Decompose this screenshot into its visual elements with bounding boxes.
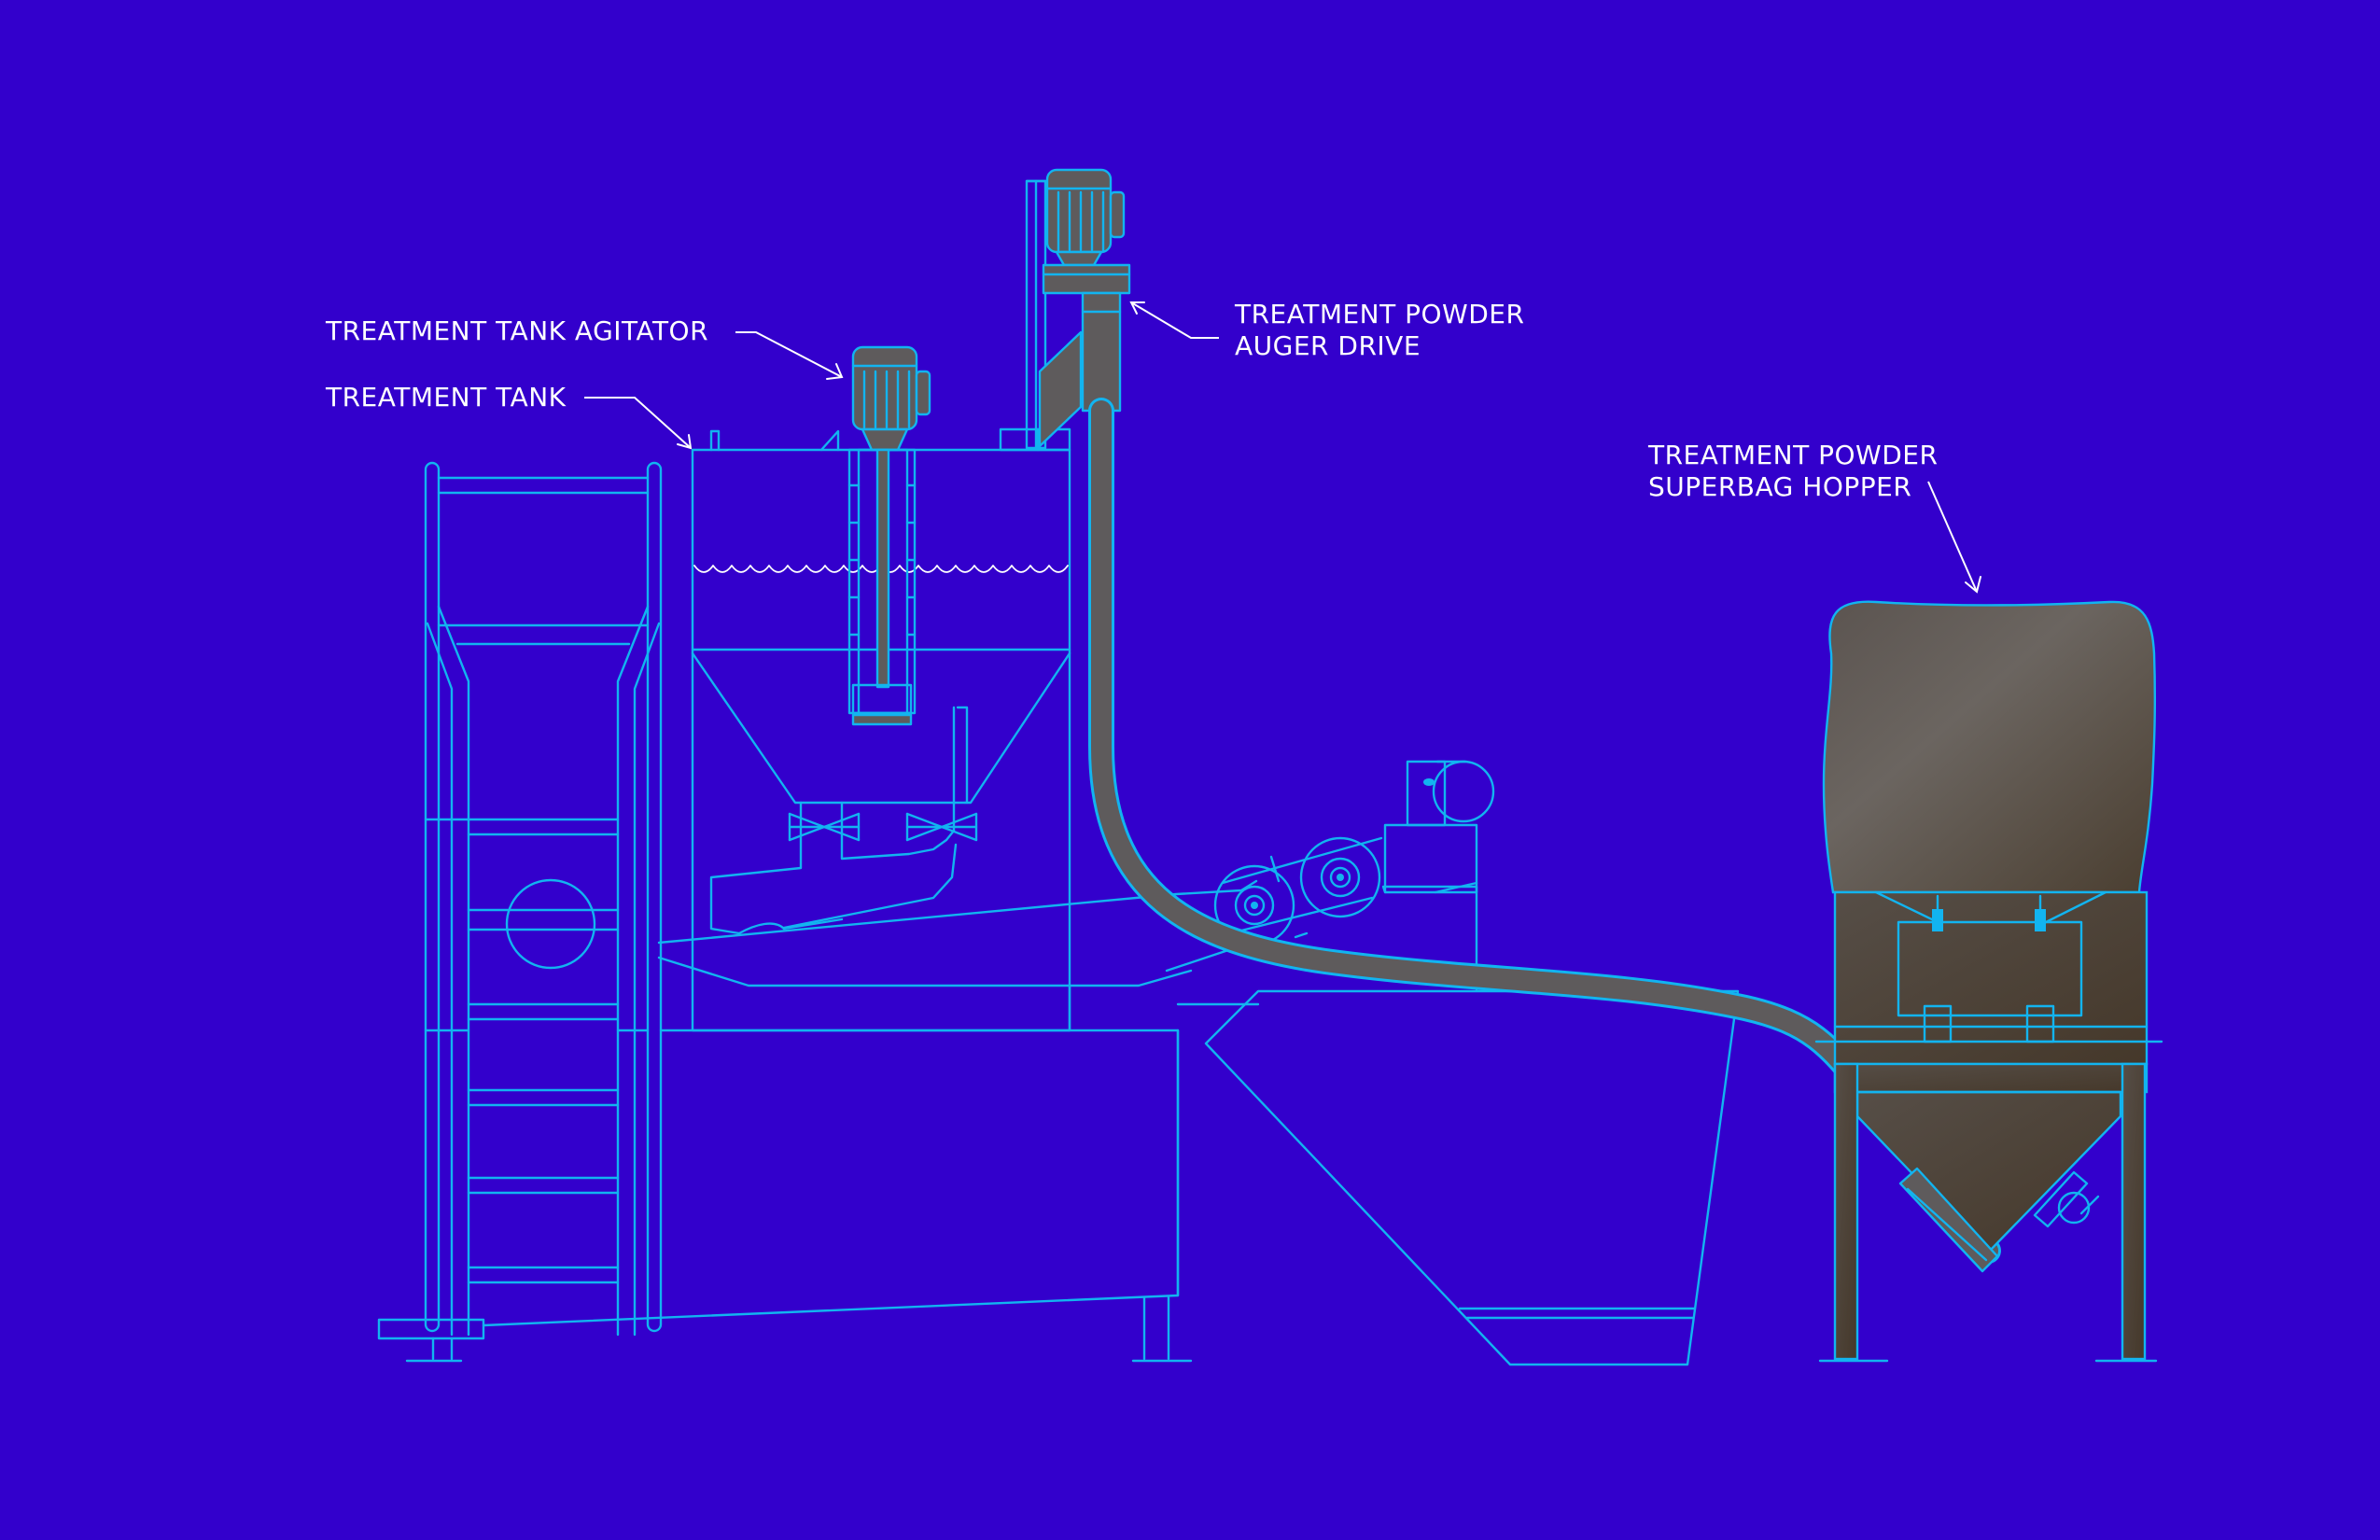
drain-valve-left — [788, 812, 861, 842]
superbag-hopper-label: TREATMENT POWDER SUPERBAG HOPPER — [1648, 440, 1939, 502]
access-ladder — [377, 461, 663, 1363]
base-frame — [482, 1002, 1260, 1363]
tank-agitator — [847, 345, 931, 726]
collection-trough — [1204, 989, 1740, 1366]
callout-hopper-leader — [1927, 481, 1981, 594]
tank-label: TREATMENT TANK — [326, 382, 567, 413]
treatment-tank — [657, 427, 1258, 1032]
auger-drive — [1025, 168, 1131, 450]
auger-tube — [1088, 398, 2001, 1264]
callout-agitator-leader — [735, 331, 844, 380]
auger-drive-label: TREATMENT POWDER AUGER DRIVE — [1235, 299, 1525, 361]
agitator-label: TREATMENT TANK AGITATOR — [326, 315, 709, 346]
superbag-hopper — [1814, 600, 2163, 1363]
drain-valve-right — [905, 812, 978, 842]
callout-auger-leader — [1129, 301, 1219, 339]
callout-tank-leader — [584, 397, 693, 450]
